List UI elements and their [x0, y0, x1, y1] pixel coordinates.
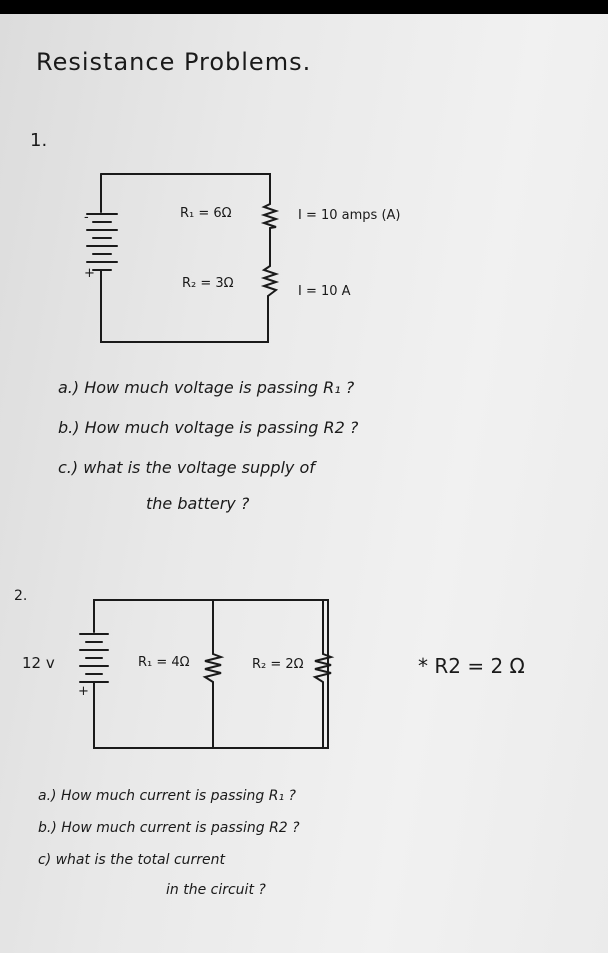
circuit-diagrams — [79, 173, 335, 749]
problem-1-number: 1. — [30, 130, 48, 151]
problem2-question-c-cont: in the circuit ? — [166, 882, 266, 898]
circuit1-r2-current: I = 10 A — [298, 284, 351, 299]
circuit1-r1-current: I = 10 amps (A) — [298, 208, 401, 223]
circuit2-r1-zigzag — [202, 653, 225, 683]
page-title: Resistance Problems. — [36, 48, 312, 76]
circuit1-battery — [86, 213, 118, 283]
circuit2-r2-label: R₂ = 2Ω — [252, 657, 304, 672]
paper-sheet: Resistance Problems. 1. — [0, 14, 608, 953]
circuit1-top-wire — [100, 173, 271, 205]
circuit1-r2-zigzag — [260, 265, 280, 297]
circuit2-r2-zigzag — [312, 653, 335, 749]
circuit2-battery — [79, 633, 109, 695]
problem2-question-a: a.) How much current is passing R₁ ? — [38, 788, 296, 804]
problem1-question-c-cont: the battery ? — [146, 494, 250, 513]
circuit2-battery-voltage: 12 v — [22, 654, 55, 672]
circuit1-battery-minus: - — [84, 210, 89, 225]
circuit1-r1-label: R₁ = 6Ω — [180, 206, 232, 221]
circuit1-battery-plus: + — [84, 266, 95, 281]
circuit2-note: * R2 = 2 Ω — [418, 654, 525, 678]
problem1-question-c: c.) what is the voltage supply of — [58, 458, 315, 477]
problem2-question-b: b.) How much current is passing R2 ? — [38, 820, 300, 836]
circuit1-r1-zigzag — [260, 203, 280, 229]
problem1-question-b: b.) How much voltage is passing R2 ? — [58, 418, 359, 437]
circuit2-outer-wire — [93, 599, 329, 749]
circuit1-r2-label: R₂ = 3Ω — [182, 276, 234, 291]
problem2-question-c: c) what is the total current — [38, 852, 226, 868]
circuit2-battery-plus: + — [78, 684, 89, 699]
circuit2-r1-label: R₁ = 4Ω — [138, 655, 190, 670]
circuit1-bottom-wire — [100, 281, 269, 343]
problem1-question-a: a.) How much voltage is passing R₁ ? — [58, 378, 355, 397]
problem-2-number: 2. — [14, 588, 28, 604]
